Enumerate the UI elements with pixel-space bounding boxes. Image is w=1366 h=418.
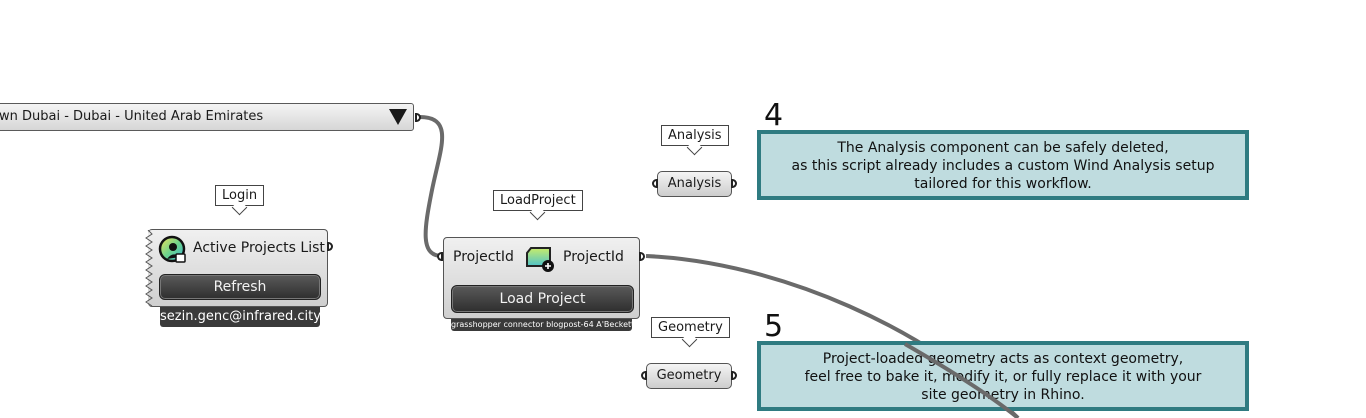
projectid-output-label[interactable]: ProjectId <box>563 249 624 265</box>
loadproject-output-grip[interactable] <box>639 252 645 261</box>
geometry-output-grip[interactable] <box>731 371 737 380</box>
load-project-button[interactable]: Load Project <box>451 285 634 313</box>
note-5-line-3: site geometry in Rhino. <box>921 387 1085 403</box>
analysis-balloon-text: Analysis <box>668 128 722 143</box>
geometry-input-grip[interactable] <box>641 371 647 380</box>
projectid-input-label[interactable]: ProjectId <box>453 249 514 265</box>
login-component[interactable]: Active Projects List Refresh <box>145 229 328 307</box>
note-4-line-1: The Analysis component can be safely del… <box>837 140 1169 156</box>
login-balloon-text: Login <box>222 188 258 203</box>
note-5-panel[interactable]: Project-loaded geometry acts as context … <box>757 341 1249 411</box>
location-value-list[interactable]: wn Dubai - Dubai - United Arab Emirates <box>0 103 414 131</box>
geometry-balloon-text: Geometry <box>658 320 723 335</box>
login-output-grip[interactable] <box>327 242 333 251</box>
loadproject-balloon: LoadProject <box>493 190 583 211</box>
refresh-button[interactable]: Refresh <box>159 274 321 300</box>
loadproject-component[interactable]: ProjectId ProjectId Load Project <box>443 237 640 319</box>
value-list-output-grip[interactable] <box>415 113 421 122</box>
analysis-output-grip[interactable] <box>731 179 737 188</box>
login-component-title: Active Projects List <box>193 240 325 256</box>
analysis-input-grip[interactable] <box>652 179 658 188</box>
analysis-balloon: Analysis <box>661 125 729 146</box>
note-4-line-3: tailored for this workflow. <box>914 176 1092 192</box>
load-project-icon <box>526 247 554 272</box>
note-5-line-2: feel free to bake it, modify it, or full… <box>804 369 1202 385</box>
geometry-balloon: Geometry <box>651 317 730 338</box>
loadproject-project-name: grasshopper connector blogpost-64 A'Beck… <box>451 319 632 331</box>
value-list-selected: wn Dubai - Dubai - United Arab Emirates <box>0 109 264 124</box>
geometry-param[interactable]: Geometry <box>646 363 732 389</box>
note-5-number: 5 <box>764 309 784 344</box>
wire-valuelist-to-loadproject[interactable] <box>419 115 445 258</box>
dropdown-triangle-icon[interactable] <box>389 109 407 125</box>
note-5-line-1: Project-loaded geometry acts as context … <box>822 351 1184 367</box>
zigzag-edge <box>145 230 153 307</box>
loadproject-input-grip[interactable] <box>437 252 443 261</box>
login-balloon: Login <box>215 185 265 206</box>
infrared-login-icon <box>158 235 186 263</box>
note-4-number: 4 <box>764 98 784 133</box>
note-4-panel[interactable]: The Analysis component can be safely del… <box>757 130 1249 200</box>
note-4-line-2: as this script already includes a custom… <box>791 158 1215 174</box>
analysis-param[interactable]: Analysis <box>657 171 732 197</box>
login-user-email: sezin.genc@infrared.city <box>160 307 320 327</box>
loadproject-balloon-text: LoadProject <box>500 193 576 208</box>
